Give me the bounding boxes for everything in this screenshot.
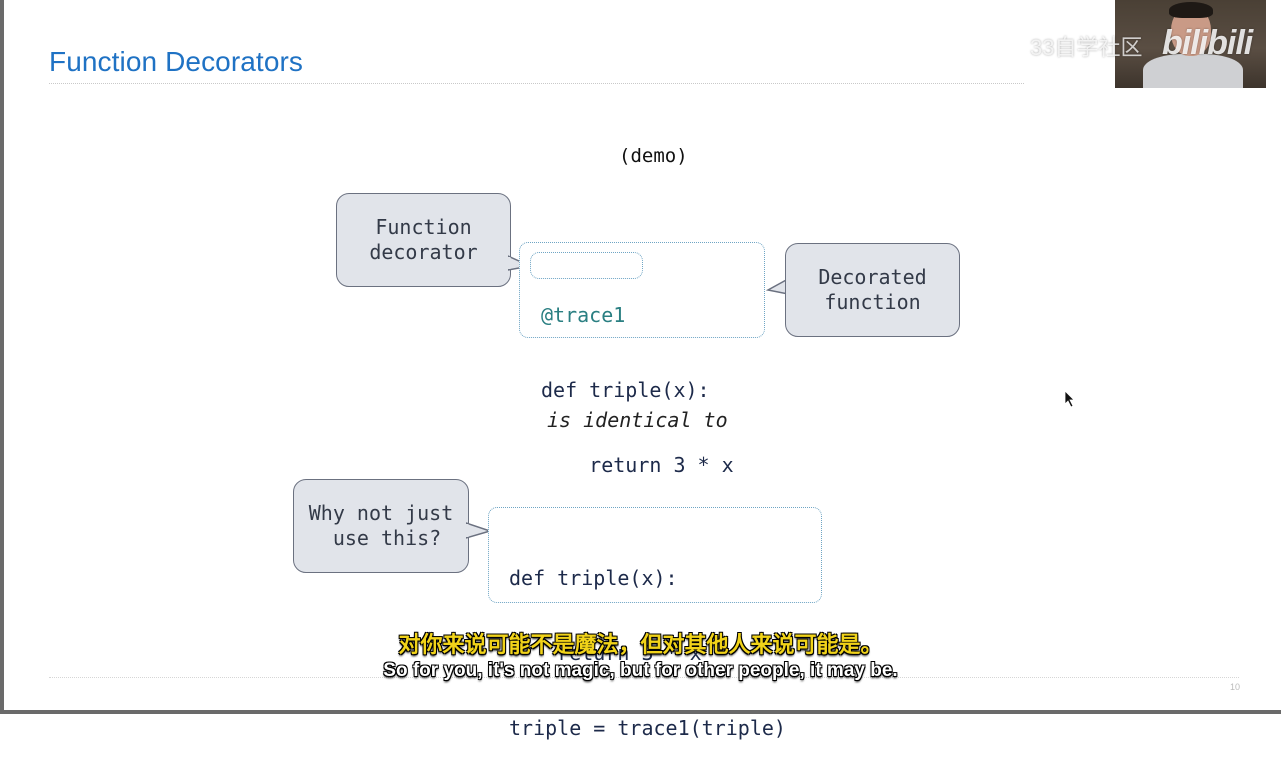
function-decorator-callout: Function decorator [336, 193, 511, 287]
footer-divider [49, 677, 1239, 678]
slide-title: Function Decorators [49, 46, 304, 77]
code-line-def: def triple(x): [541, 378, 710, 402]
subtitle-english: So for you, it's not magic, but for othe… [383, 660, 898, 681]
identical-label: is identical to [547, 408, 728, 432]
why-not-callout-tail [466, 522, 492, 539]
why-not-callout-text: Why not just use this? [308, 501, 454, 550]
decorated-function-callout-text: Decorated function [818, 265, 927, 314]
code-line-assign: triple = trace1(triple) [509, 716, 786, 740]
decorator-line: @trace1 [541, 303, 626, 327]
window-left-border [0, 0, 4, 714]
code-line-return: return 3 * x [541, 453, 734, 477]
equivalent-code-block [488, 507, 822, 603]
function-decorator-callout-text: Function decorator [369, 215, 478, 264]
decorated-function-callout: Decorated function [785, 243, 960, 337]
demo-label: (demo) [619, 145, 688, 167]
bilibili-logo: bilibili [1162, 24, 1253, 62]
title-divider [49, 83, 1024, 84]
window-bottom-border [0, 710, 1281, 714]
community-watermark: 33自学社区 [1030, 35, 1143, 60]
why-not-callout: Why not just use this? [293, 479, 469, 573]
code-line-def: def triple(x): [509, 566, 678, 590]
code-line-return: return 3 * x [509, 641, 702, 665]
decorator-highlight [530, 252, 643, 279]
decorated-code-text: @trace1 def triple(x): return 3 * x [541, 253, 734, 503]
page-number: 10 [1230, 682, 1241, 692]
mouse-cursor-icon [1064, 390, 1075, 408]
webcam-video [1115, 0, 1266, 88]
subtitle-chinese: 对你来说可能不是魔法，但对其他人来说可能是。 [398, 632, 883, 657]
